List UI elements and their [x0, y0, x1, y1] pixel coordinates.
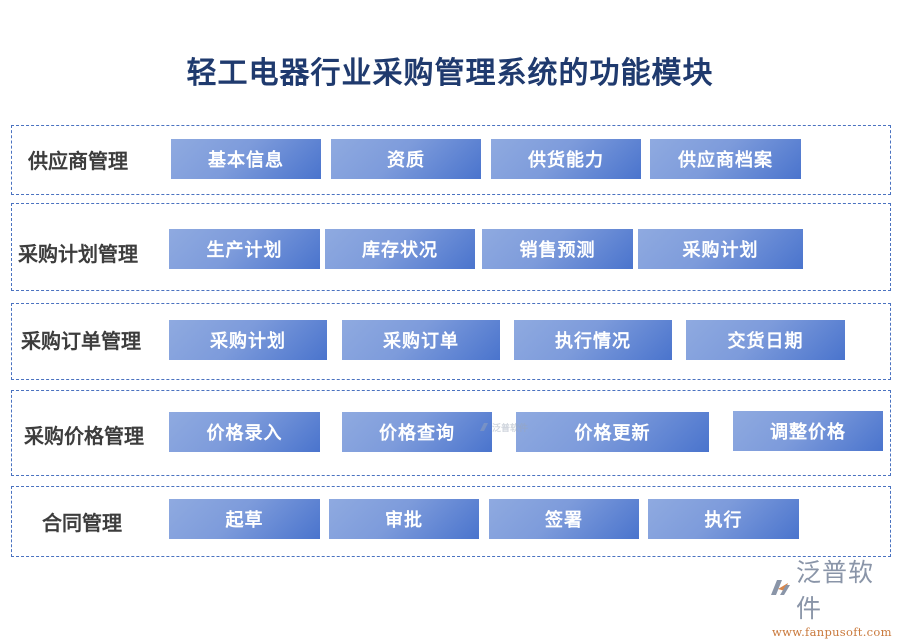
module-execution-status[interactable]: 执行情况 [514, 320, 672, 360]
module-sign[interactable]: 签署 [489, 499, 639, 539]
module-purchase-plan[interactable]: 采购计划 [638, 229, 803, 269]
page-title: 轻工电器行业采购管理系统的功能模块 [186, 56, 714, 91]
group-purchase-price-management [11, 390, 891, 476]
group-label-contract-management: 合同管理 [42, 511, 122, 535]
module-price-update[interactable]: 价格更新 [516, 412, 709, 452]
brand-logo: 泛普软件 www.fanpusoft.com [768, 553, 896, 639]
module-purchase-order[interactable]: 采购订单 [342, 320, 500, 360]
module-qualification[interactable]: 资质 [331, 139, 481, 179]
group-purchase-order-management [11, 303, 891, 380]
module-supply-capacity[interactable]: 供货能力 [491, 139, 641, 179]
module-price-entry[interactable]: 价格录入 [169, 412, 320, 452]
watermark-center: 泛普软件 [478, 418, 528, 437]
brand-logo-icon [768, 575, 792, 603]
module-execute[interactable]: 执行 [648, 499, 799, 539]
module-draft[interactable]: 起草 [169, 499, 320, 539]
module-delivery-date[interactable]: 交货日期 [686, 320, 845, 360]
watermark-center-text: 泛普软件 [492, 424, 529, 434]
brand-logo-name: 泛普软件 [796, 558, 875, 623]
group-label-supplier-management: 供应商管理 [28, 149, 128, 173]
brand-logo-url: www.fanpusoft.com [772, 625, 892, 639]
group-contract-management [11, 486, 891, 557]
watermark-logo-icon [478, 418, 490, 437]
module-production-plan[interactable]: 生产计划 [169, 229, 320, 269]
module-basic-info[interactable]: 基本信息 [171, 139, 321, 179]
module-inventory-status[interactable]: 库存状况 [325, 229, 475, 269]
group-supplier-management [11, 125, 891, 195]
group-label-purchase-price-management: 采购价格管理 [24, 424, 144, 448]
module-approval[interactable]: 审批 [329, 499, 479, 539]
group-label-purchase-plan-management: 采购计划管理 [18, 242, 138, 266]
group-purchase-plan-management [11, 203, 891, 291]
module-order-purchase-plan[interactable]: 采购计划 [169, 320, 327, 360]
group-label-purchase-order-management: 采购订单管理 [21, 329, 141, 353]
module-supplier-archive[interactable]: 供应商档案 [650, 139, 801, 179]
module-sales-forecast[interactable]: 销售预测 [482, 229, 633, 269]
module-price-query[interactable]: 价格查询 [342, 412, 492, 452]
module-price-adjustment[interactable]: 调整价格 [733, 411, 883, 451]
